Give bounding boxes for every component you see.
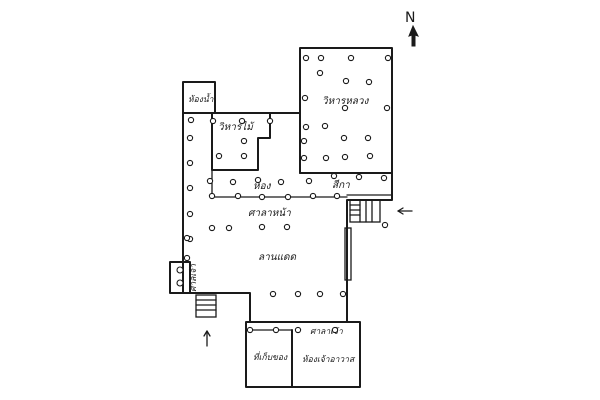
column-post — [272, 326, 280, 334]
column-post — [266, 117, 274, 125]
column-post — [187, 116, 195, 124]
column-post — [208, 224, 216, 232]
north-label: N — [405, 10, 415, 26]
column-post — [209, 117, 217, 125]
column-post — [347, 54, 355, 62]
columns — [183, 54, 392, 334]
north-arrow: N — [405, 10, 419, 47]
column-post — [258, 223, 266, 231]
column-post — [186, 184, 194, 192]
column-post — [183, 254, 191, 262]
side-bench — [344, 227, 352, 281]
column-post — [383, 104, 391, 112]
south-wing: ศาลาเจ้า ที่เก็บของ ห้องเจ้าอาวาส — [245, 321, 361, 388]
column-post — [380, 174, 388, 182]
main-building-outline — [182, 112, 393, 323]
column-post — [246, 326, 254, 334]
column-post — [316, 69, 324, 77]
entrance-arrow-south — [203, 330, 211, 347]
column-post — [206, 177, 214, 185]
column-post — [340, 134, 348, 142]
column-post — [283, 223, 291, 231]
column-post — [301, 94, 309, 102]
column-post — [269, 290, 277, 298]
column-post — [208, 192, 216, 200]
stairs-east — [349, 199, 381, 223]
south-wing-label: ศาลาเจ้า — [310, 326, 343, 337]
column-post — [294, 290, 302, 298]
column-post — [234, 192, 242, 200]
column-post — [238, 117, 246, 125]
column-post — [254, 176, 262, 184]
column-post — [309, 192, 317, 200]
column-post — [277, 178, 285, 186]
column-post — [294, 326, 302, 334]
tiny-room-top-label: ห้องน้ำ — [188, 93, 214, 105]
column-post — [317, 54, 325, 62]
southeast-room-label: ห้องเจ้าอาวาส — [302, 354, 356, 365]
column-post — [186, 134, 194, 142]
column-post — [300, 154, 308, 162]
column-post — [258, 193, 266, 201]
column-post — [330, 172, 338, 180]
column-post — [186, 159, 194, 167]
column-post — [229, 178, 237, 186]
tiny-room-top: ห้องน้ำ — [182, 81, 216, 114]
column-post — [355, 173, 363, 181]
column-post — [225, 224, 233, 232]
column-post — [284, 193, 292, 201]
column-post — [321, 122, 329, 130]
side-shrine: ศาลเจ้า — [169, 261, 199, 294]
column-post — [381, 221, 389, 229]
main-courtyard-label: ลานแดด — [258, 252, 297, 263]
column-post — [366, 152, 374, 160]
column-post — [341, 153, 349, 161]
column-post — [302, 54, 310, 62]
column-post — [240, 152, 248, 160]
column-post — [341, 104, 349, 112]
southwest-room-label: ที่เก็บของ — [253, 351, 288, 363]
column-post — [342, 77, 350, 85]
column-post — [364, 134, 372, 142]
column-post — [240, 137, 248, 145]
column-post — [316, 290, 324, 298]
side-room-label: วิหารไม้ — [218, 121, 255, 133]
column-post — [186, 210, 194, 218]
column-post — [384, 54, 392, 62]
great-hall-label: วิหารหลวง — [322, 95, 370, 107]
column-post — [302, 123, 310, 131]
column-post — [333, 192, 341, 200]
column-post — [183, 234, 191, 242]
column-post — [300, 137, 308, 145]
corridor-right-label: สีกา — [332, 179, 350, 191]
column-post — [215, 152, 223, 160]
column-post — [339, 290, 347, 298]
column-post — [365, 78, 373, 86]
column-post — [305, 177, 313, 185]
stairs-south — [195, 294, 217, 318]
entrance-arrow-east — [397, 207, 413, 215]
side-shrine-label: ศาลเจ้า — [188, 264, 199, 292]
column-post — [331, 326, 339, 334]
column-post — [322, 154, 330, 162]
hall-band-label: ศาลาหน้า — [248, 207, 291, 219]
